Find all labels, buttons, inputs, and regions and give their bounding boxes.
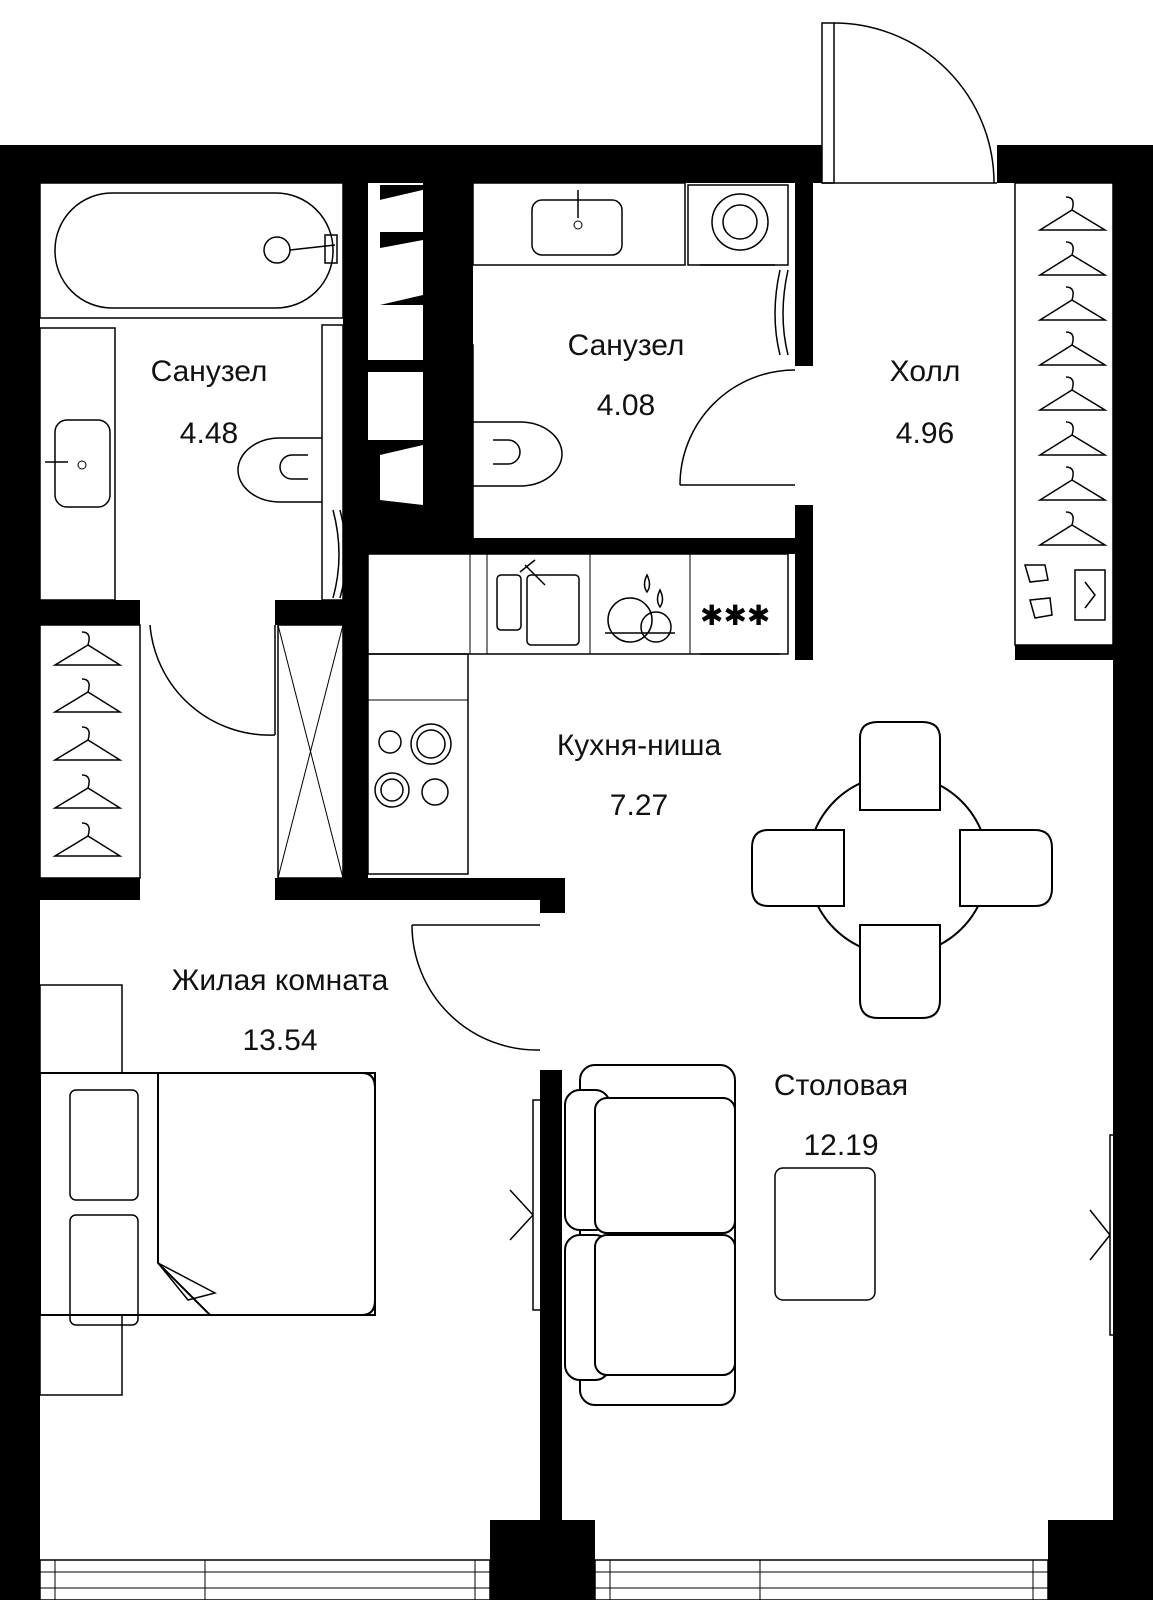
- oven: ✱✱✱: [700, 599, 780, 655]
- bathroom-2-door: [679, 269, 796, 486]
- entrance-door: [821, 22, 997, 184]
- svg-text:✱✱✱: ✱✱✱: [700, 599, 770, 632]
- washing-machine: [687, 184, 789, 266]
- room-name-bathroom-2: Санузел: [568, 329, 685, 362]
- bathroom-1-toilet: [237, 324, 344, 601]
- bathtub: [39, 182, 344, 319]
- utility-cabinet: [277, 624, 344, 879]
- room-name-hall: Холл: [890, 355, 961, 388]
- room-label-kitchen: Кухня-ниша 7.27: [557, 729, 722, 822]
- room-name-bathroom-1: Санузел: [151, 355, 268, 388]
- bathroom-2-toilet: [449, 344, 563, 539]
- room-name-living-room: Жилая комната: [172, 964, 389, 997]
- dining-room-radiator: [1089, 1134, 1119, 1336]
- living-room-door: [411, 924, 541, 1051]
- walls: [0, 145, 1153, 1600]
- bathroom-2-sink: [472, 182, 686, 266]
- kitchen-counter: [367, 553, 789, 875]
- ventilation-shaft: [368, 183, 423, 538]
- room-area-living-room: 13.54: [242, 1024, 317, 1057]
- hall-wardrobe: [1014, 182, 1114, 646]
- stove: [374, 723, 452, 808]
- room-label-bathroom-2: Санузел 4.08: [568, 329, 685, 422]
- room-label-bathroom-1: Санузел 4.48: [151, 355, 268, 450]
- room-area-kitchen: 7.27: [610, 789, 668, 822]
- window-living-room: [39, 1559, 491, 1600]
- coffee-table: [774, 1167, 876, 1301]
- room-area-hall: 4.96: [896, 417, 954, 450]
- dining-table: [751, 721, 1053, 1019]
- room-name-kitchen: Кухня-ниша: [557, 729, 722, 762]
- sofa: [564, 1064, 736, 1406]
- room-label-dining-room: Столовая 12.19: [774, 1069, 908, 1162]
- room-name-dining-room: Столовая: [774, 1069, 908, 1102]
- room-label-living-room: Жилая комната 13.54: [172, 964, 389, 1057]
- kitchen-sink: [496, 559, 580, 646]
- bathroom-1-sink: [39, 327, 116, 601]
- room-area-dining-room: 12.19: [803, 1129, 878, 1162]
- room-area-bathroom-2: 4.08: [597, 389, 655, 422]
- bathroom-1-door: [149, 509, 347, 736]
- dishwasher: [605, 573, 675, 643]
- living-room-radiator: [509, 1099, 544, 1311]
- closet-left: [39, 624, 141, 879]
- room-area-bathroom-1: 4.48: [180, 417, 238, 450]
- window-dining-room: [594, 1559, 1049, 1600]
- room-label-hall: Холл 4.96: [890, 355, 961, 450]
- bed: [39, 984, 376, 1396]
